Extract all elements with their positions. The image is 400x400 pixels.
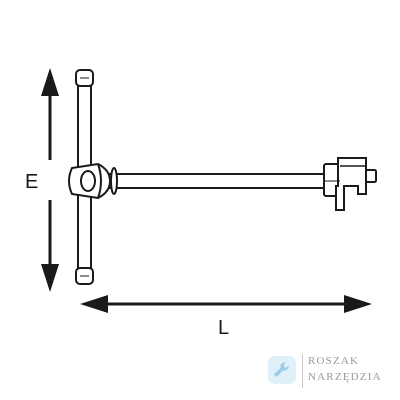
logo-badge	[268, 356, 296, 384]
socket-head	[323, 157, 377, 211]
length-label-l: L	[218, 317, 229, 339]
logo-divider	[302, 354, 303, 388]
height-dimension-arrow	[41, 68, 59, 292]
sliding-block	[68, 162, 112, 200]
length-dimension-arrow	[80, 295, 372, 313]
height-label-e: E	[25, 171, 38, 193]
logo-brand-line2: NARZĘDZIA	[308, 371, 382, 383]
roszak-narzedzia-logo: ROSZAK NARZĘDZIA	[268, 354, 400, 390]
logo-brand-line1: ROSZAK	[308, 355, 360, 367]
wrench-shaft	[99, 167, 333, 195]
wrench-icon	[274, 362, 289, 377]
